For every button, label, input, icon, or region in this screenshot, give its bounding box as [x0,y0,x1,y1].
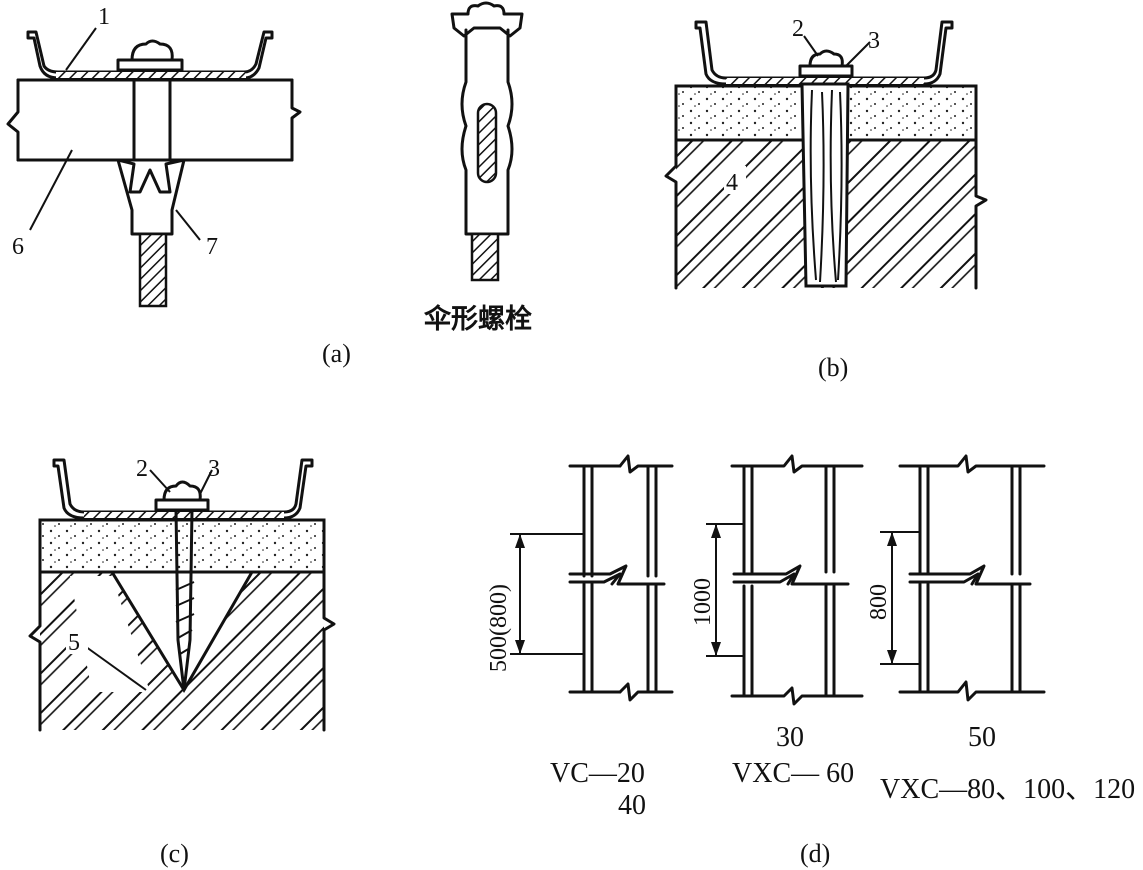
label-5-c: 5 [68,630,80,656]
bolt-shank-a [132,78,172,162]
panel-d: 500(800) 1000 [486,454,1135,868]
panel-a: 1 6 7 (a) [6,4,351,368]
caption-b: (b) [818,353,848,382]
break-right-b [974,138,988,290]
label-6-a: 6 [12,234,24,260]
caption-a: (a) [322,339,351,368]
nut-a [130,39,174,62]
break-left-c [28,518,42,732]
channel-profile-a [26,30,274,80]
label-1-a: 1 [98,4,110,30]
label-7-a: 7 [206,234,218,260]
umbrella-anchor-a [116,158,186,236]
dim-1000: 1000 [690,578,716,626]
break-left-a [6,78,20,162]
washer-b [798,64,854,78]
leader-2-b [803,35,819,57]
channel-section-vxc80 [880,454,1046,702]
washer-a [116,58,184,72]
channel-profile-c [52,458,314,520]
channel-bottom-b [726,78,924,84]
model-vxc80: VXC—80、100、120 [880,774,1135,805]
sleeve-slot-detail [476,102,498,184]
leader-3-b [845,41,871,67]
bolt-thread-detail [470,232,500,282]
leader-3-c [199,469,213,495]
break-right-c [322,518,336,732]
channel-bottom-a [56,72,246,78]
label-4-bg-b [724,166,746,194]
insulation-layer-c [38,518,326,574]
wood-screw-c [174,508,194,692]
label-4-b: 4 [726,170,738,196]
caption-c: (c) [160,839,189,868]
label-5-bg-c [66,626,88,654]
model-vc: VC—20 [550,758,645,789]
label-2-b: 2 [792,16,804,42]
break-left-b [664,138,678,290]
model-vxc60: VXC— 60 [732,758,854,789]
panel-c: 2 3 5 (c) [28,456,336,868]
label-2-c: 2 [136,456,148,482]
umbrella-bolt-caption: 伞形螺栓 [423,303,532,335]
dim-500-800: 500(800) [486,584,512,672]
channel-bottom-c [84,512,284,518]
wood-grain-b [809,89,843,283]
channel-section-vc [510,454,674,702]
channel-profile-b [694,20,954,86]
leader-2-c [149,469,171,493]
screw-thread-c [175,581,195,655]
width-50: 50 [968,722,996,753]
dim-800: 800 [866,584,892,620]
panel-b: 2 3 4 (b) [664,16,988,382]
umbrella-bolt-detail: 伞形螺栓 [423,1,532,335]
leader-5-c [81,643,147,691]
leader-6-a [29,149,73,231]
label-3-b: 3 [868,28,880,54]
leader-7-a [175,209,201,241]
bolt-head-detail [450,1,524,38]
nut-b [808,49,844,68]
label-3-c: 3 [208,456,220,482]
break-right-a [290,78,302,162]
threaded-rod-a [138,232,168,308]
leader-1-a [65,27,97,71]
width-30: 30 [776,722,804,753]
channel-section-vxc60 [706,454,864,706]
model-vc-40: 40 [618,790,646,821]
caption-d: (d) [800,839,830,868]
plug-gap-c [70,576,150,692]
